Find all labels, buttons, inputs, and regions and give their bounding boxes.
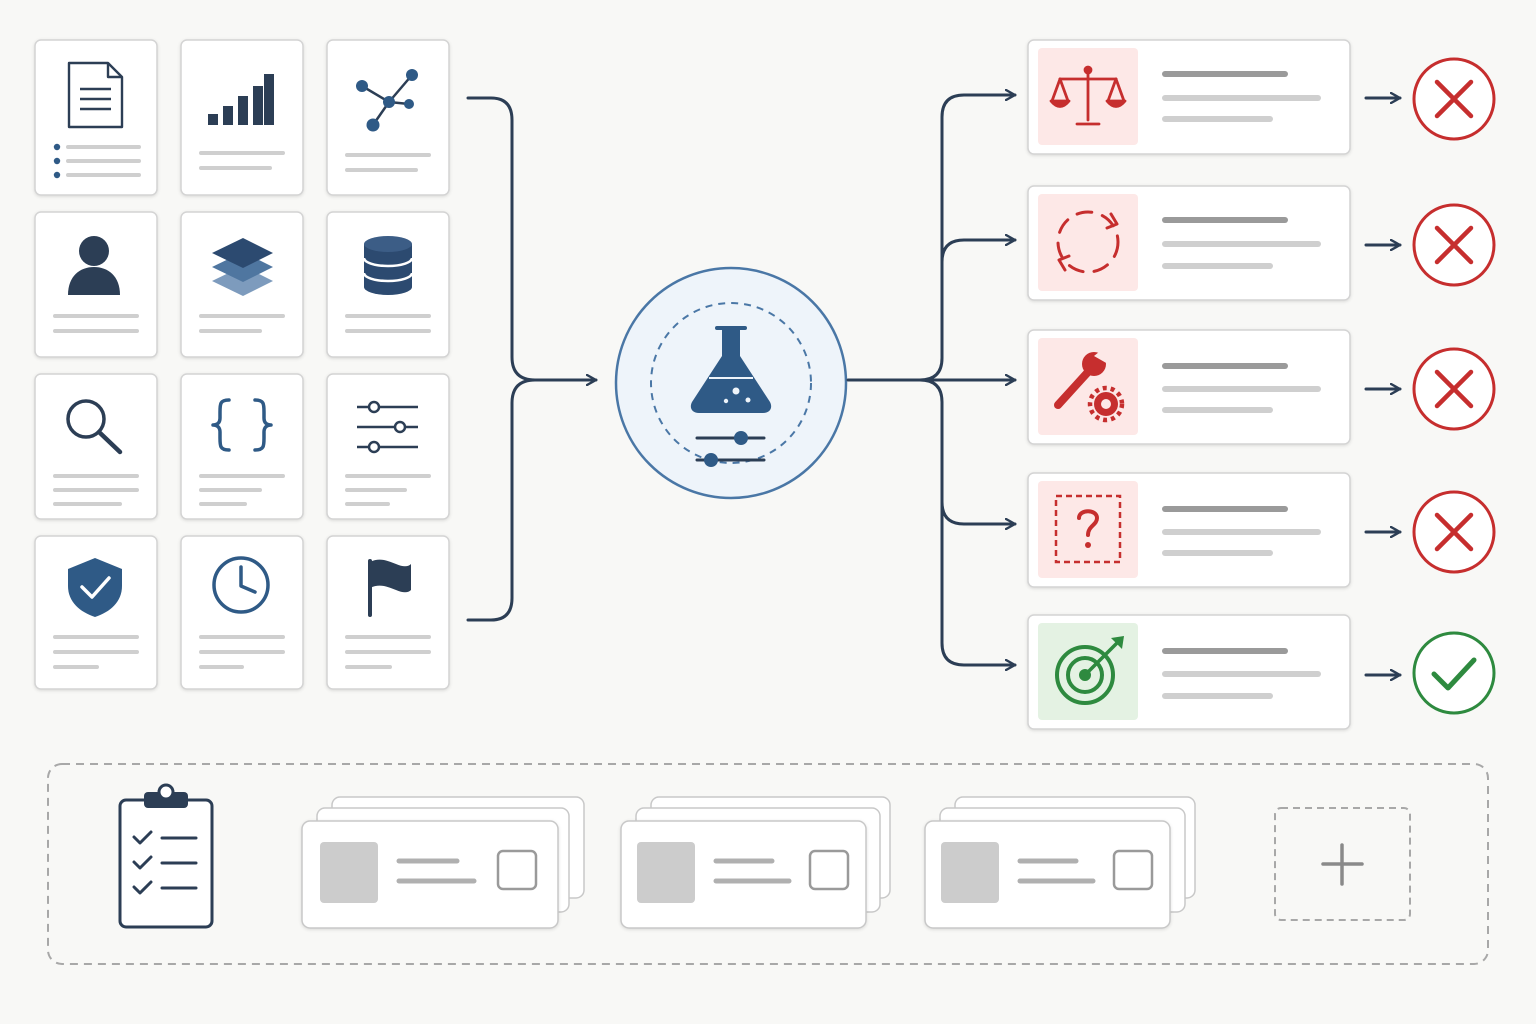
question-box-icon (1054, 494, 1122, 564)
outcome-list (1027, 39, 1351, 730)
text-placeholder (1162, 363, 1321, 413)
sliders-icon (695, 431, 766, 467)
input-tile-sliders[interactable] (326, 373, 450, 520)
wrench-gear-icon (1054, 348, 1125, 423)
x-circle-icon (1412, 490, 1496, 574)
text-placeholder (1162, 71, 1321, 122)
cycle-arrows-icon (1056, 210, 1120, 274)
flask-icon (690, 326, 772, 413)
input-tile-search[interactable] (34, 373, 158, 520)
text-placeholder (199, 474, 285, 506)
sliders-icon (357, 400, 418, 454)
target-icon (1055, 636, 1124, 705)
input-tile-flag[interactable] (326, 535, 450, 690)
central-hub[interactable] (614, 266, 848, 500)
input-tile-user[interactable] (34, 211, 158, 358)
text-placeholder (1162, 648, 1321, 699)
text-placeholder (1162, 217, 1321, 269)
checkbox[interactable] (808, 849, 850, 891)
add-item-button[interactable] (1274, 807, 1411, 921)
thumbnail-placeholder (320, 842, 378, 903)
text-placeholder (345, 153, 431, 172)
outcome-card-unknown[interactable] (1027, 472, 1351, 588)
database-icon (362, 236, 414, 295)
text-placeholder (199, 635, 285, 669)
text-placeholder (199, 314, 285, 333)
clock-icon (212, 556, 270, 614)
stacked-item-card[interactable] (924, 796, 1196, 929)
code-braces-icon (211, 398, 273, 452)
input-tile-shield[interactable] (34, 535, 158, 690)
input-tile-code[interactable] (180, 373, 304, 520)
text-placeholder (53, 635, 139, 669)
balance-scale-icon (1049, 65, 1127, 126)
text-placeholder (199, 151, 285, 170)
outcome-card-target[interactable] (1027, 614, 1351, 730)
input-tile-document[interactable] (34, 39, 158, 196)
shield-check-icon (68, 558, 122, 617)
text-placeholder (53, 314, 139, 333)
bar-chart-icon (208, 74, 274, 125)
text-placeholder (345, 474, 431, 506)
text-placeholder (345, 314, 431, 333)
input-tile-database[interactable] (326, 211, 450, 358)
stacked-item-card[interactable] (620, 796, 891, 929)
network-graph-icon (356, 69, 418, 132)
flag-icon (368, 559, 411, 617)
outcome-card-tools[interactable] (1027, 329, 1351, 445)
bulleted-list-placeholder (53, 143, 141, 179)
user-icon (68, 236, 120, 295)
outcome-card-balance[interactable] (1027, 39, 1351, 155)
document-icon (67, 61, 124, 129)
merge-connector (466, 96, 598, 622)
input-tile-layers[interactable] (180, 211, 304, 358)
input-tile-grid (34, 39, 450, 690)
input-tile-clock[interactable] (180, 535, 304, 690)
stacked-item-card[interactable] (301, 796, 585, 929)
text-placeholder (345, 635, 431, 669)
checkbox[interactable] (1112, 849, 1154, 891)
x-circle-icon (1412, 203, 1496, 287)
checkbox[interactable] (496, 849, 538, 891)
result-badges (1412, 57, 1496, 715)
clipboard-checklist-icon (118, 783, 214, 929)
text-placeholder (1162, 506, 1321, 556)
layers-icon (212, 238, 273, 296)
split-connector (846, 95, 1017, 665)
thumbnail-placeholder (637, 842, 695, 903)
check-circle-icon (1412, 631, 1496, 715)
thumbnail-placeholder (941, 842, 999, 903)
x-circle-icon (1412, 347, 1496, 431)
input-tile-bar-chart[interactable] (180, 39, 304, 196)
plus-icon (1321, 843, 1364, 886)
outcome-card-cycle[interactable] (1027, 185, 1351, 301)
text-placeholder (53, 474, 139, 506)
search-icon (66, 399, 123, 455)
input-tile-network-graph[interactable] (326, 39, 450, 196)
x-circle-icon (1412, 57, 1496, 141)
bottom-tray (47, 763, 1489, 965)
result-arrows (1364, 98, 1402, 675)
